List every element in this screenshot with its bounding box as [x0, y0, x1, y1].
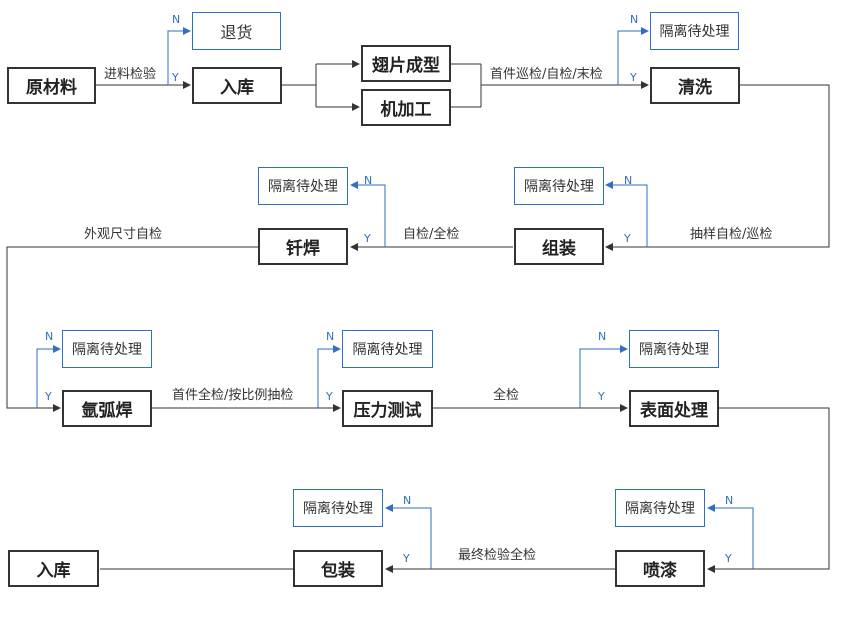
mark-y-q5: Y — [326, 390, 333, 403]
node-quarantine-6: 隔离待处理 — [629, 330, 719, 368]
mark-n-q3: N — [624, 174, 633, 187]
connector-cleaning-to-assembly — [605, 84, 830, 251]
edge-label-first-full-sample: 首件全检/按比例抽检 — [172, 388, 294, 403]
mark-n-q8: N — [725, 494, 734, 507]
node-quarantine-4: 隔离待处理 — [62, 330, 152, 368]
branch-q1 — [617, 27, 649, 85]
node-storage-final: 入库 — [8, 550, 99, 587]
mark-n-q2: N — [364, 174, 373, 187]
node-pressure-test: 压力测试 — [342, 390, 433, 427]
node-quarantine-3: 隔离待处理 — [514, 167, 604, 205]
edge-label-final-full-check: 最终检验全检 — [458, 548, 537, 563]
mark-n-q7: N — [403, 494, 412, 507]
mark-n-return: N — [172, 13, 181, 26]
branch-q8 — [707, 504, 754, 569]
node-machining: 机加工 — [361, 89, 451, 126]
connector-brazing-to-argon — [6, 246, 258, 412]
mark-y-return: Y — [172, 71, 179, 84]
edge-label-first-patrol-self-end: 首件巡检/自检/末检 — [490, 67, 603, 82]
node-fin-forming: 翅片成型 — [361, 45, 451, 82]
branch-q6 — [579, 345, 628, 408]
node-brazing: 钎焊 — [258, 228, 348, 265]
branch-return — [167, 27, 191, 85]
branch-q5 — [317, 345, 341, 408]
mark-y-q8: Y — [725, 552, 732, 565]
mark-y-q3: Y — [624, 232, 631, 245]
edge-label-dimension-self: 外观尺寸自检 — [84, 227, 163, 242]
node-surface-treatment: 表面处理 — [629, 390, 719, 427]
node-quarantine-8: 隔离待处理 — [615, 489, 705, 527]
node-packaging: 包装 — [293, 550, 383, 587]
mark-y-q2: Y — [364, 232, 371, 245]
branch-q2 — [350, 181, 386, 247]
node-raw-material: 原材料 — [7, 67, 96, 104]
node-quarantine-5: 隔离待处理 — [342, 330, 433, 368]
node-return-goods: 退货 — [192, 12, 281, 50]
node-storage-in: 入库 — [192, 67, 282, 104]
mark-n-q6: N — [598, 330, 607, 343]
connector-surface-to-painting — [707, 407, 830, 573]
mark-y-q1: Y — [630, 71, 637, 84]
mark-y-q7: Y — [403, 552, 410, 565]
mark-y-q4: Y — [45, 390, 52, 403]
node-quarantine-2: 隔离待处理 — [258, 167, 348, 205]
node-painting: 喷漆 — [615, 550, 705, 587]
edge-label-sampling-self-patrol: 抽样自检/巡检 — [690, 227, 773, 242]
edge-label-self-full: 自检/全检 — [403, 227, 460, 242]
edge-label-full-check: 全检 — [493, 388, 520, 403]
mark-n-q1: N — [630, 13, 639, 26]
branch-q3 — [605, 181, 648, 247]
mark-y-q6: Y — [598, 390, 605, 403]
node-quarantine-1: 隔离待处理 — [650, 12, 739, 50]
node-assembly: 组装 — [514, 228, 604, 265]
edge-label-incoming-inspection: 进料检验 — [104, 67, 157, 82]
branch-q4 — [36, 345, 61, 408]
node-cleaning: 清洗 — [650, 67, 740, 104]
node-argon-welding: 氩弧焊 — [62, 390, 152, 427]
node-quarantine-7: 隔离待处理 — [293, 489, 383, 527]
mark-n-q5: N — [326, 330, 335, 343]
branch-q7 — [385, 504, 432, 569]
mark-n-q4: N — [45, 330, 54, 343]
